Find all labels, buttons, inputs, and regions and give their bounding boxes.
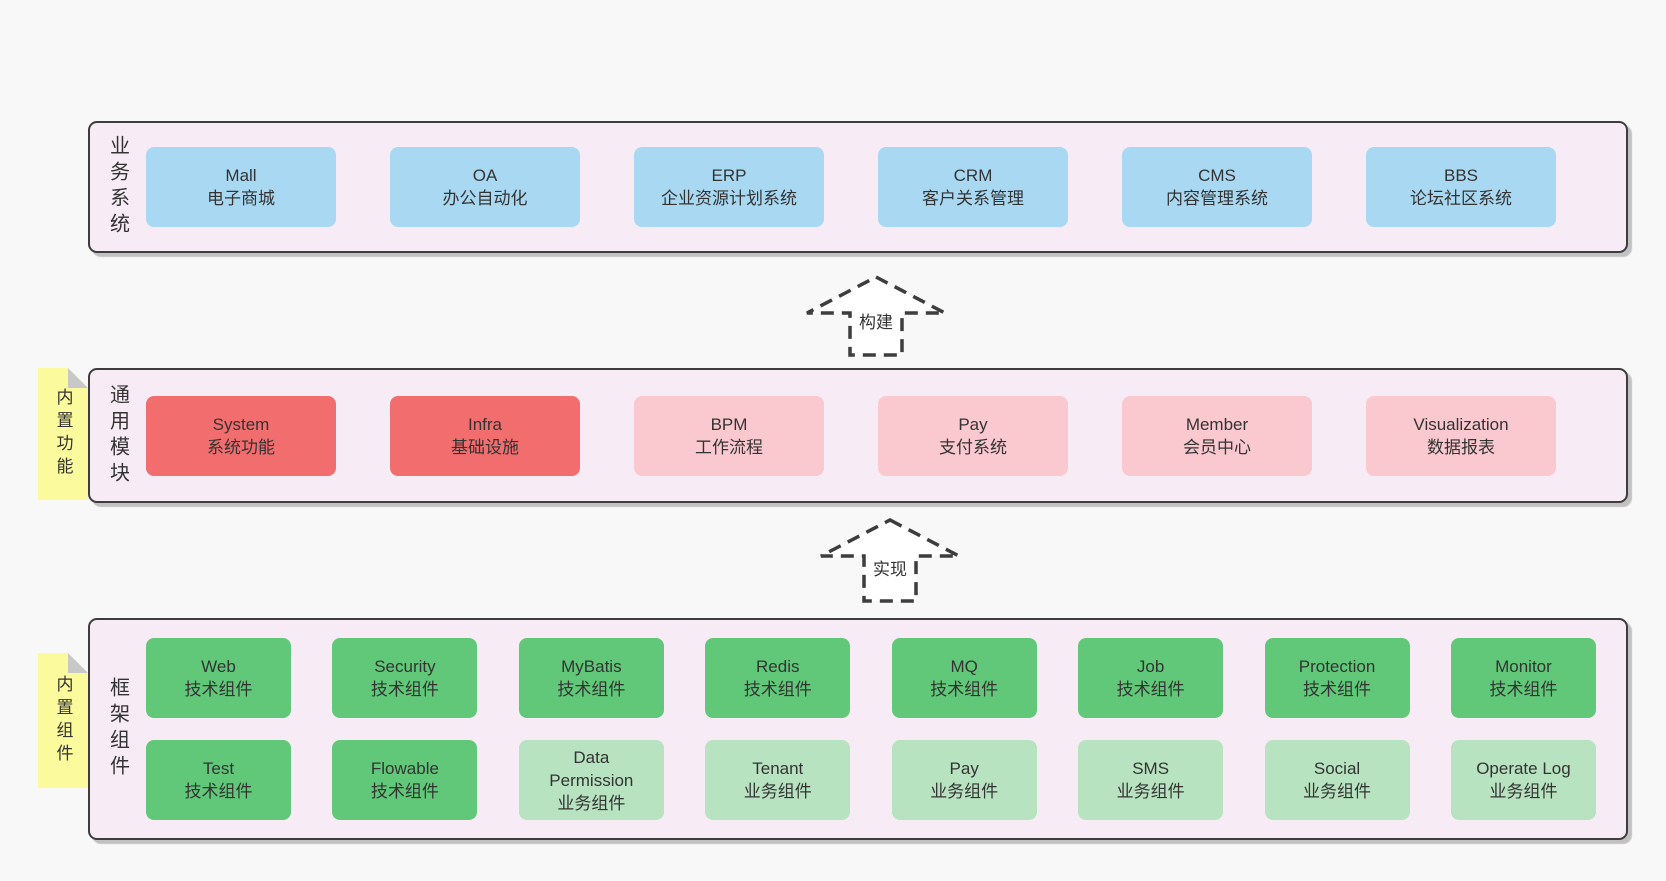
box-protection: Protection 技术组件	[1264, 638, 1410, 718]
layer-body-modules: System 系统功能 Infra 基础设施 BPM 工作流程 Pay 支付系统…	[146, 370, 1626, 501]
box-data-permission: Data Permission 业务组件	[518, 740, 664, 820]
box-sms: SMS 业务组件	[1078, 740, 1224, 820]
box-test: Test 技术组件	[146, 740, 291, 820]
box-job: Job 技术组件	[1078, 638, 1224, 718]
sticky-note-builtin-features: 内置功能	[38, 368, 88, 500]
box-security: Security 技术组件	[332, 638, 478, 718]
layer-label-modules: 通用模块	[106, 383, 129, 488]
box-monitor: Monitor 技术组件	[1450, 638, 1596, 718]
box-web: Web 技术组件	[146, 638, 291, 718]
box-bbs: BBS 论坛社区系统	[1366, 147, 1556, 227]
box-pay-module: Pay 支付系统	[878, 395, 1068, 476]
box-infra: Infra 基础设施	[390, 395, 580, 476]
implement-arrow-label: 实现	[873, 560, 907, 579]
implement-arrow-icon: 实现	[820, 518, 960, 603]
components-row-1: Web 技术组件 Security 技术组件 MyBatis 技术组件 Redi…	[146, 638, 1596, 718]
box-mall: Mall 电子商城	[146, 147, 336, 227]
box-tenant: Tenant 业务组件	[705, 740, 851, 820]
box-system: System 系统功能	[146, 395, 336, 476]
box-social: Social 业务组件	[1264, 740, 1410, 820]
box-redis: Redis 技术组件	[705, 638, 851, 718]
layer-label-components: 框架组件	[106, 677, 129, 781]
build-arrow-icon: 构建	[806, 275, 946, 357]
box-pay-component: Pay 业务组件	[891, 740, 1037, 820]
box-crm: CRM 客户关系管理	[878, 147, 1068, 227]
box-visualization: Visualization 数据报表	[1366, 395, 1556, 476]
box-member: Member 会员中心	[1122, 395, 1312, 476]
box-erp: ERP 企业资源计划系统	[634, 147, 824, 227]
layer-label-business: 业务系统	[106, 135, 129, 239]
box-cms: CMS 内容管理系统	[1122, 147, 1312, 227]
layer-common-modules: 通用模块 System 系统功能 Infra 基础设施 BPM 工作流程 Pay…	[88, 368, 1628, 503]
box-mybatis: MyBatis 技术组件	[518, 638, 664, 718]
build-arrow-label: 构建	[859, 313, 893, 332]
layer-framework-components: 框架组件 Web 技术组件 Security 技术组件 MyBatis 技术组件…	[88, 618, 1628, 840]
sticky-note-builtin-components: 内置组件	[38, 653, 88, 788]
components-row-2: Test 技术组件 Flowable 技术组件 Data Permission …	[146, 740, 1596, 820]
box-bpm: BPM 工作流程	[634, 395, 824, 476]
layer-body-business: Mall 电子商城 OA 办公自动化 ERP 企业资源计划系统 CRM 客户关系…	[146, 123, 1626, 251]
layer-business-systems: 业务系统 Mall 电子商城 OA 办公自动化 ERP 企业资源计划系统 CRM…	[88, 121, 1628, 253]
box-flowable: Flowable 技术组件	[332, 740, 478, 820]
box-operate-log: Operate Log 业务组件	[1450, 740, 1596, 820]
box-oa: OA 办公自动化	[390, 147, 580, 227]
box-mq: MQ 技术组件	[891, 638, 1037, 718]
layer-body-components: Web 技术组件 Security 技术组件 MyBatis 技术组件 Redi…	[146, 620, 1626, 838]
